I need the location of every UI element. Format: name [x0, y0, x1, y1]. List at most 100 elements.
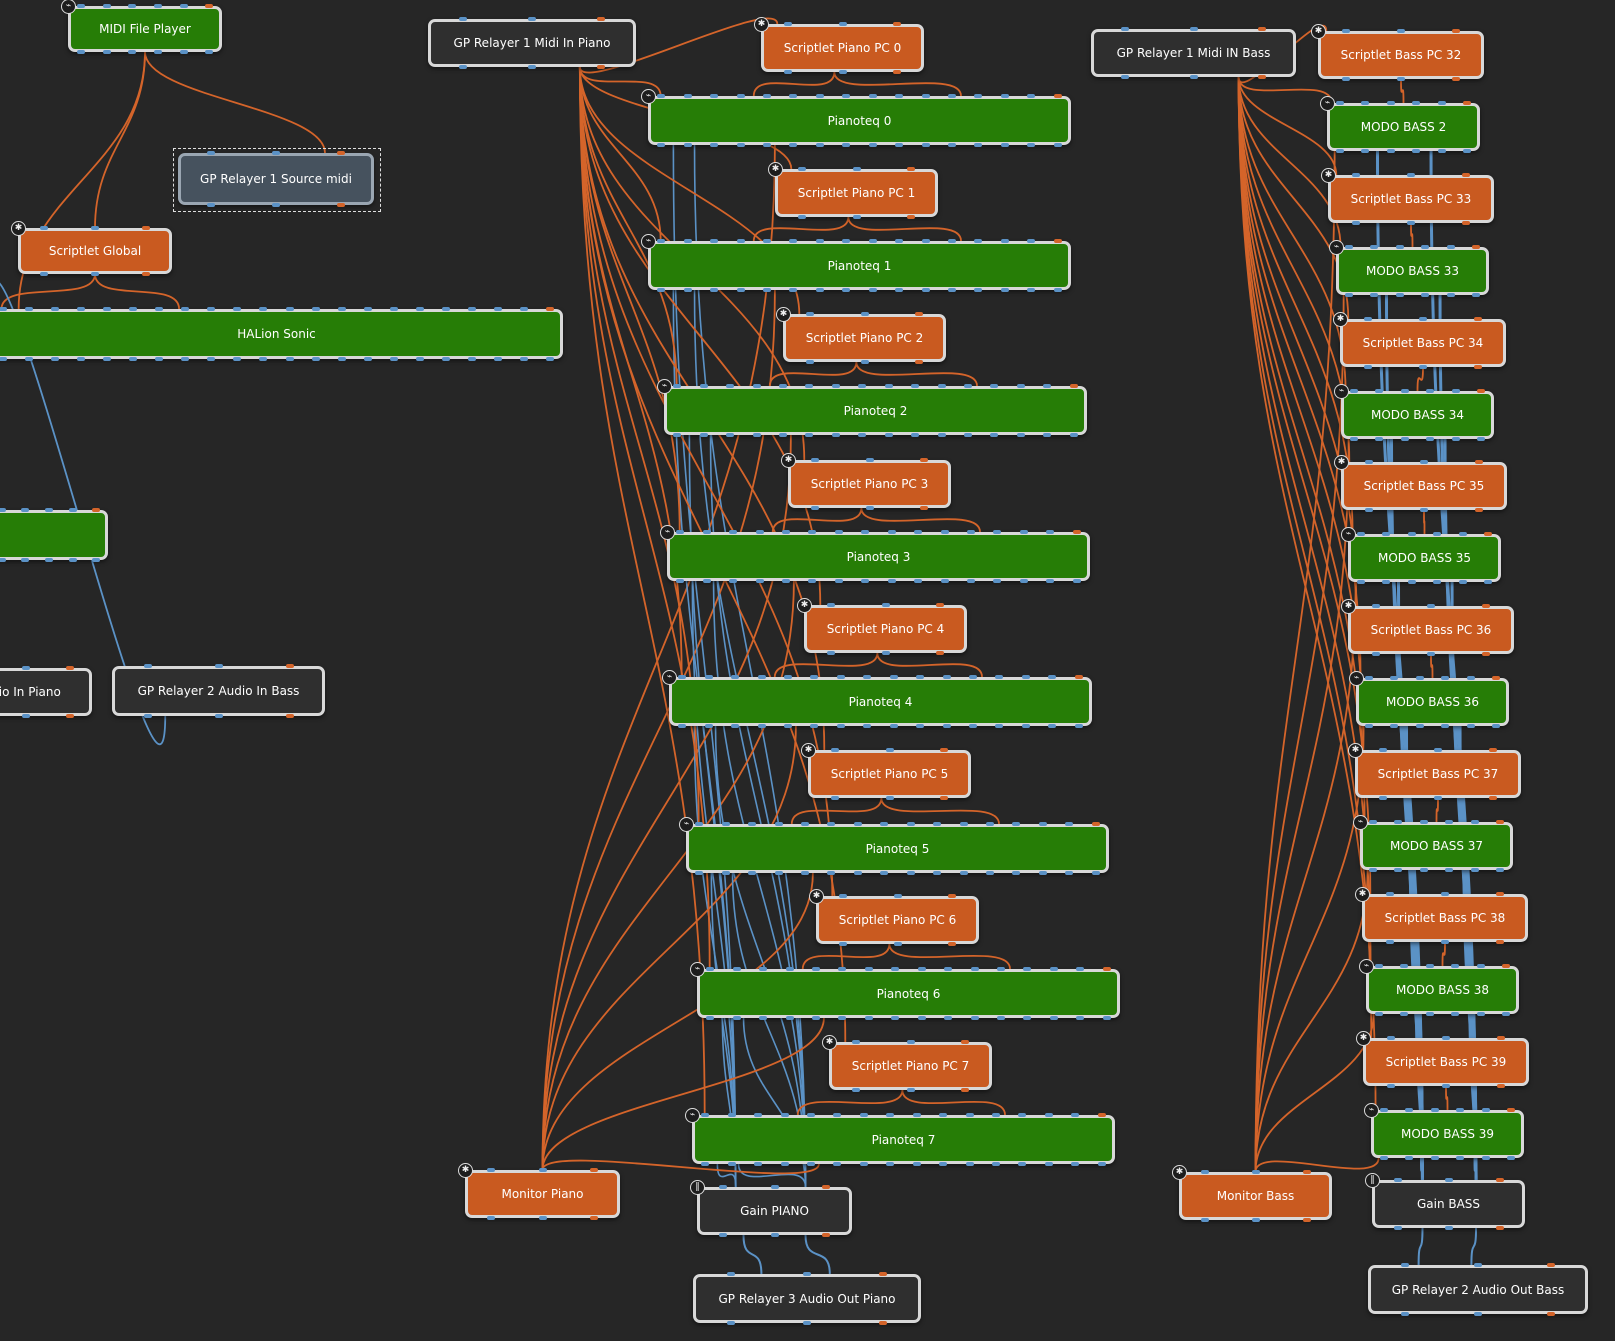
output-pin[interactable]	[858, 433, 867, 437]
input-pin[interactable]	[1470, 820, 1479, 824]
midi-connection[interactable]	[860, 507, 981, 533]
output-pin[interactable]	[1000, 288, 1009, 292]
output-pin[interactable]	[1495, 1226, 1504, 1230]
input-pin[interactable]	[785, 967, 794, 971]
output-pin[interactable]	[1016, 433, 1025, 437]
output-pin[interactable]	[960, 1088, 969, 1092]
input-pin[interactable]	[839, 894, 848, 898]
input-pin[interactable]	[937, 384, 946, 388]
input-pin[interactable]	[731, 675, 740, 679]
midi-connection[interactable]	[752, 71, 836, 97]
midi-connection[interactable]	[901, 1089, 1006, 1116]
output-pin[interactable]	[762, 143, 771, 147]
output-pin[interactable]	[731, 724, 740, 728]
input-pin[interactable]	[1412, 101, 1421, 105]
output-pin[interactable]	[881, 651, 890, 655]
output-pin[interactable]	[1437, 149, 1446, 153]
input-pin[interactable]	[1368, 820, 1377, 824]
node-scriptlet-piano-pc-1[interactable]: Scriptlet Piano PC 1✱	[768, 162, 938, 219]
output-pin[interactable]	[1474, 1312, 1482, 1316]
output-pin[interactable]	[519, 357, 528, 361]
output-pin[interactable]	[233, 357, 242, 361]
midi-connection[interactable]	[1237, 76, 1333, 104]
node-scriptlet-piano-pc-3[interactable]: Scriptlet Piano PC 3✱	[781, 453, 951, 510]
node-pianoteq-5[interactable]: Pianoteq 5⌁	[679, 817, 1109, 875]
input-pin[interactable]	[1458, 532, 1467, 536]
output-pin[interactable]	[834, 579, 843, 583]
input-pin[interactable]	[1496, 892, 1505, 896]
output-pin[interactable]	[701, 1162, 710, 1166]
output-pin[interactable]	[1018, 1162, 1027, 1166]
input-pin[interactable]	[718, 1185, 727, 1189]
input-pin[interactable]	[45, 508, 53, 512]
midi-connection[interactable]	[578, 66, 662, 242]
input-pin[interactable]	[1446, 245, 1455, 249]
midi-connection[interactable]	[847, 216, 962, 242]
node-pianoteq-3[interactable]: Pianoteq 3⌁	[660, 525, 1090, 583]
output-pin[interactable]	[1021, 724, 1030, 728]
output-pin[interactable]	[1043, 433, 1052, 437]
node-modo-bass-33[interactable]: MODO BASS 33⌁	[1329, 240, 1489, 297]
output-pin[interactable]	[155, 357, 164, 361]
input-pin[interactable]	[748, 822, 757, 826]
node-monitor-piano[interactable]: Monitor Piano✱	[458, 1163, 620, 1220]
input-pin[interactable]	[803, 1272, 811, 1276]
input-pin[interactable]	[939, 1113, 948, 1117]
output-pin[interactable]	[970, 1016, 979, 1020]
input-pin[interactable]	[1419, 317, 1427, 321]
output-pin[interactable]	[1412, 149, 1421, 153]
input-pin[interactable]	[838, 22, 847, 26]
input-pin[interactable]	[1472, 245, 1481, 249]
output-pin[interactable]	[1356, 580, 1365, 584]
output-pin[interactable]	[657, 288, 666, 292]
output-pin[interactable]	[778, 433, 787, 437]
input-pin[interactable]	[1434, 748, 1442, 752]
output-pin[interactable]	[789, 143, 798, 147]
input-pin[interactable]	[657, 239, 666, 243]
input-pin[interactable]	[1361, 101, 1370, 105]
input-pin[interactable]	[893, 894, 902, 898]
output-pin[interactable]	[1074, 724, 1083, 728]
midi-connection[interactable]	[578, 66, 822, 606]
input-pin[interactable]	[205, 4, 214, 8]
node-pianoteq-7[interactable]: Pianoteq 7⌁	[685, 1108, 1115, 1166]
node-modo-bass-36[interactable]: MODO BASS 36⌁	[1349, 671, 1509, 728]
midi-connection[interactable]	[1441, 941, 1446, 967]
output-pin[interactable]	[1097, 1162, 1106, 1166]
output-pin[interactable]	[838, 70, 847, 74]
output-pin[interactable]	[704, 724, 713, 728]
input-pin[interactable]	[1433, 532, 1442, 536]
input-pin[interactable]	[1121, 27, 1130, 31]
input-pin[interactable]	[1038, 822, 1047, 826]
node-gain-bass[interactable]: Gain BASS‖	[1365, 1173, 1525, 1230]
input-pin[interactable]	[285, 664, 294, 668]
output-pin[interactable]	[1053, 288, 1062, 292]
input-pin[interactable]	[1363, 317, 1372, 321]
output-pin[interactable]	[337, 357, 346, 361]
output-pin[interactable]	[1302, 1218, 1311, 1222]
input-pin[interactable]	[727, 1113, 736, 1117]
midi-connection[interactable]	[94, 51, 146, 229]
input-pin[interactable]	[736, 94, 745, 98]
input-pin[interactable]	[1441, 892, 1449, 896]
output-pin[interactable]	[1076, 1016, 1085, 1020]
output-pin[interactable]	[1044, 1162, 1053, 1166]
output-pin[interactable]	[1427, 652, 1435, 656]
output-pin[interactable]	[285, 357, 294, 361]
input-pin[interactable]	[836, 675, 845, 679]
input-pin[interactable]	[990, 384, 999, 388]
input-pin[interactable]	[538, 1168, 547, 1172]
midi-connection[interactable]	[796, 1089, 904, 1116]
output-pin[interactable]	[1451, 437, 1460, 441]
output-pin[interactable]	[967, 579, 976, 583]
midi-connection[interactable]	[1400, 78, 1405, 104]
node-gp-relayer-3-audio-out-piano[interactable]: GP Relayer 3 Audio Out Piano	[693, 1272, 921, 1325]
output-pin[interactable]	[990, 433, 999, 437]
input-pin[interactable]	[415, 307, 424, 311]
node-scriptlet-bass-pc-32[interactable]: Scriptlet Bass PC 32✱	[1311, 24, 1484, 81]
output-pin[interactable]	[944, 1016, 953, 1020]
input-pin[interactable]	[834, 530, 843, 534]
input-pin[interactable]	[1053, 94, 1062, 98]
output-pin[interactable]	[710, 143, 719, 147]
input-pin[interactable]	[1496, 820, 1505, 824]
